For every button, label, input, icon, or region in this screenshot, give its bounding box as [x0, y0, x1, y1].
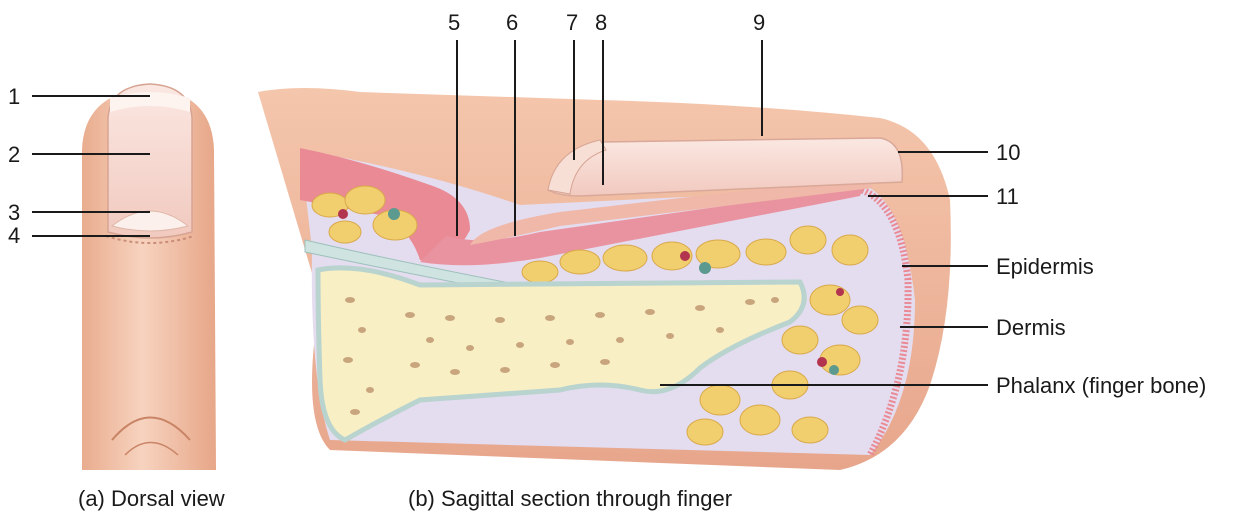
- label-5: 5: [448, 10, 460, 35]
- label-11: 11: [996, 184, 1019, 209]
- label-9: 9: [753, 10, 765, 35]
- label-10: 10: [996, 140, 1020, 165]
- label-3: 3: [8, 200, 20, 225]
- label-7: 7: [566, 10, 578, 35]
- label-1: 1: [8, 84, 20, 109]
- caption-dorsal-view: (a) Dorsal view: [78, 486, 225, 511]
- label-4: 4: [8, 223, 20, 248]
- sagittal-section: [258, 88, 951, 470]
- dorsal-view-finger: [82, 84, 216, 470]
- label-6: 6: [506, 10, 518, 35]
- label-8: 8: [595, 10, 607, 35]
- label-epidermis: Epidermis: [996, 254, 1094, 279]
- caption-sagittal-section: (b) Sagittal section through finger: [408, 486, 732, 511]
- label-2: 2: [8, 142, 20, 167]
- label-dermis: Dermis: [996, 315, 1066, 340]
- label-phalanx: Phalanx (finger bone): [996, 373, 1206, 398]
